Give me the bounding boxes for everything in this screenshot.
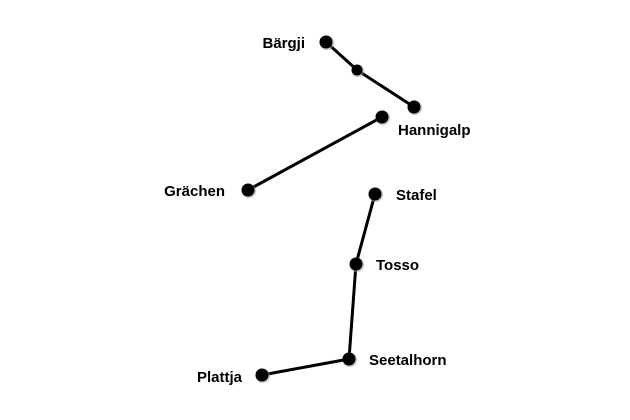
route-line-route-hannigalp-graechen [246, 115, 384, 192]
stop-label-baergji: Bärgji [262, 35, 305, 52]
stop-label-seetalhorn: Seetalhorn [369, 352, 447, 369]
stop-marker-intermediate-upper[interactable] [351, 64, 363, 76]
route-line-route-stafel-plattja [260, 192, 377, 377]
stop-marker-seetalhorn[interactable] [342, 352, 356, 366]
stop-label-stafel: Stafel [396, 187, 437, 204]
stop-marker-graechen[interactable] [241, 183, 255, 197]
stop-marker-hannigalp[interactable] [375, 110, 389, 124]
stop-marker-plattja[interactable] [255, 368, 269, 382]
stop-label-tosso: Tosso [376, 257, 419, 274]
stop-marker-baergji[interactable] [319, 35, 333, 49]
stop-label-graechen: Grächen [164, 183, 225, 200]
stop-marker-hannigalp-lower[interactable] [407, 100, 421, 114]
stop-label-hannigalp: Hannigalp [398, 122, 471, 139]
stop-marker-stafel[interactable] [368, 187, 382, 201]
stop-label-plattja: Plattja [197, 369, 243, 386]
stop-marker-tosso[interactable] [349, 257, 363, 271]
stop-markers [241, 35, 423, 384]
